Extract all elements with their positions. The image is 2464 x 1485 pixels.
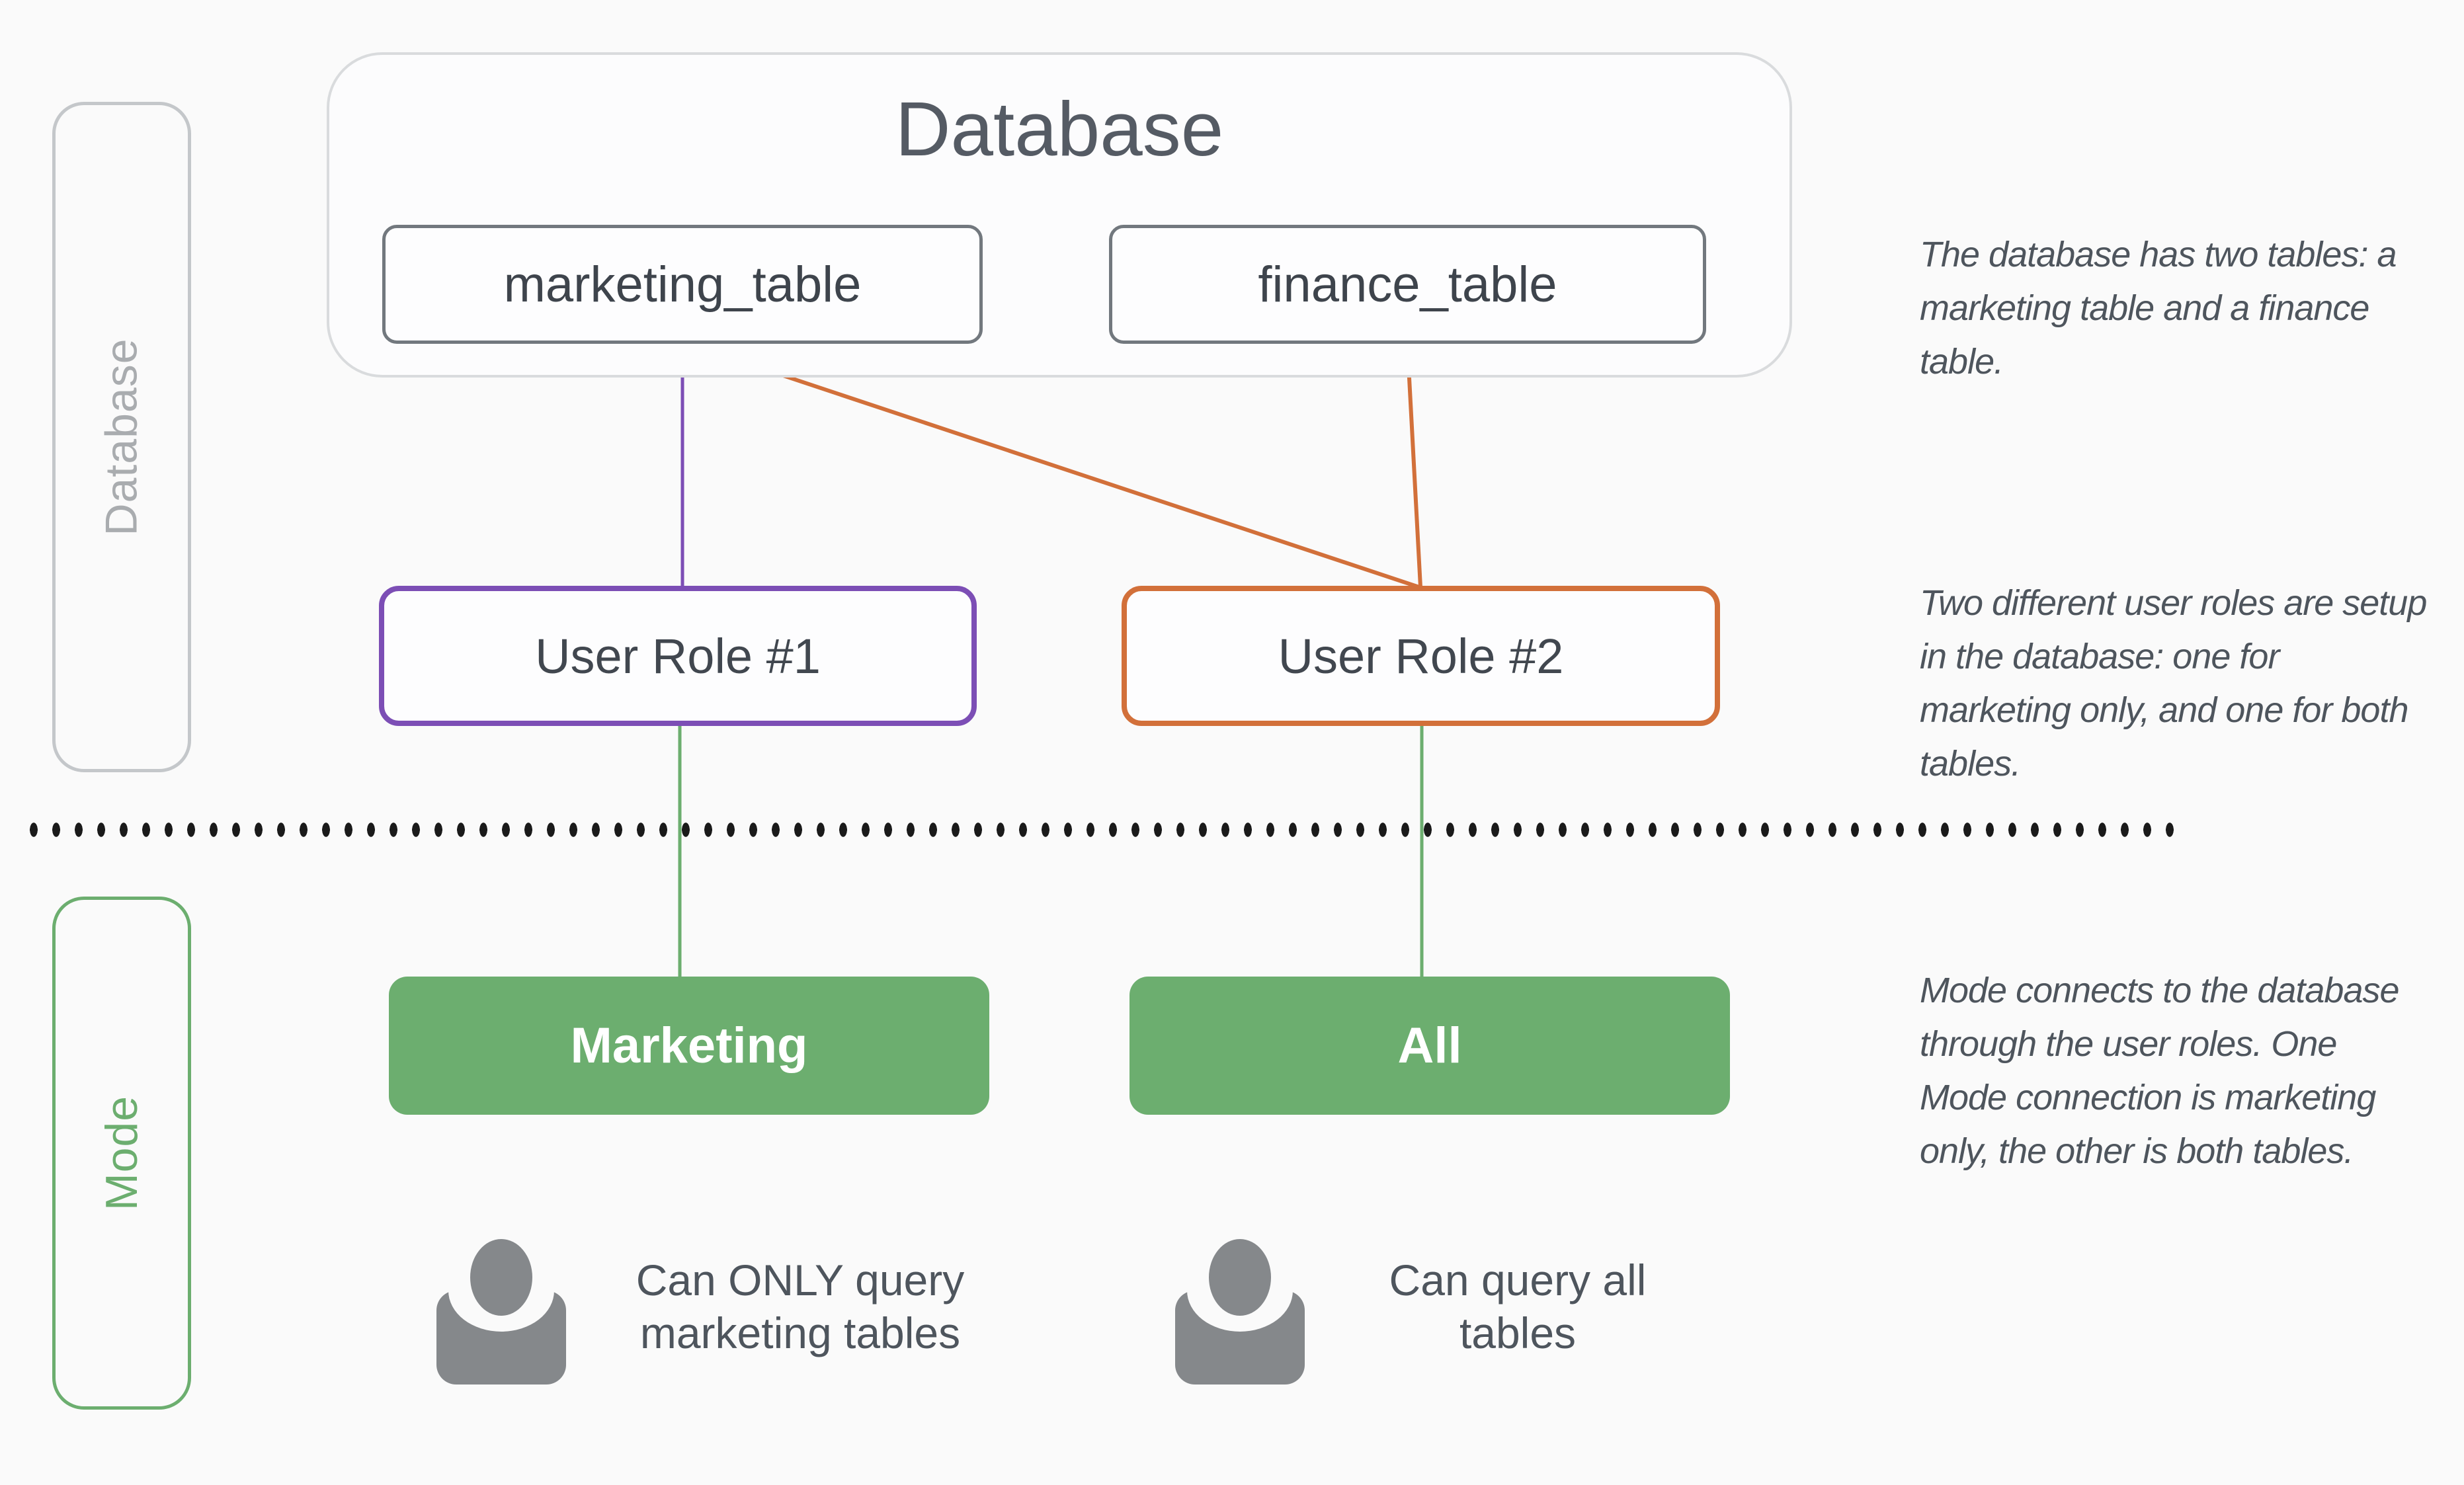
finance-table-label: finance_table	[1258, 256, 1557, 313]
database-title: Database	[895, 86, 1224, 172]
connector-finance-to-role2	[1405, 341, 1422, 588]
user-role-2-label: User Role #2	[1278, 628, 1564, 684]
annotation-user-roles: Two different user roles are setup in th…	[1920, 583, 2427, 783]
all-connection-label: All	[1397, 1018, 1462, 1074]
marketing-connection-node: Marketing	[389, 977, 989, 1115]
mode-section-pill: Mode	[52, 897, 191, 1410]
section-divider-dotted-line	[22, 823, 2176, 837]
all-user-caption: Can query all tables	[1389, 1256, 1647, 1357]
finance-table-node: finance_table	[1109, 225, 1706, 344]
user-role-2-node: User Role #2	[1122, 586, 1720, 726]
marketing-table-label: marketing_table	[503, 256, 862, 313]
marketing-table-node: marketing_table	[382, 225, 983, 344]
database-section-label: Database	[97, 338, 147, 536]
user-role-1-label: User Role #1	[535, 628, 821, 684]
connector-marketing-to-role2	[687, 342, 1420, 589]
annotation-mode-connections: Mode connects to the database through th…	[1920, 971, 2400, 1171]
all-connection-node: All	[1129, 977, 1730, 1115]
mode-section-label: Mode	[96, 1095, 147, 1211]
marketing-connection-label: Marketing	[570, 1018, 808, 1074]
marketing-user-caption: Can ONLY query marketing tables	[636, 1256, 965, 1357]
database-section-pill: Database	[52, 102, 191, 772]
user-role-1-node: User Role #1	[379, 586, 977, 726]
user-icon	[435, 1239, 567, 1385]
annotation-tables: The database has two tables: a marketing…	[1920, 235, 2397, 381]
user-icon	[1174, 1239, 1306, 1385]
